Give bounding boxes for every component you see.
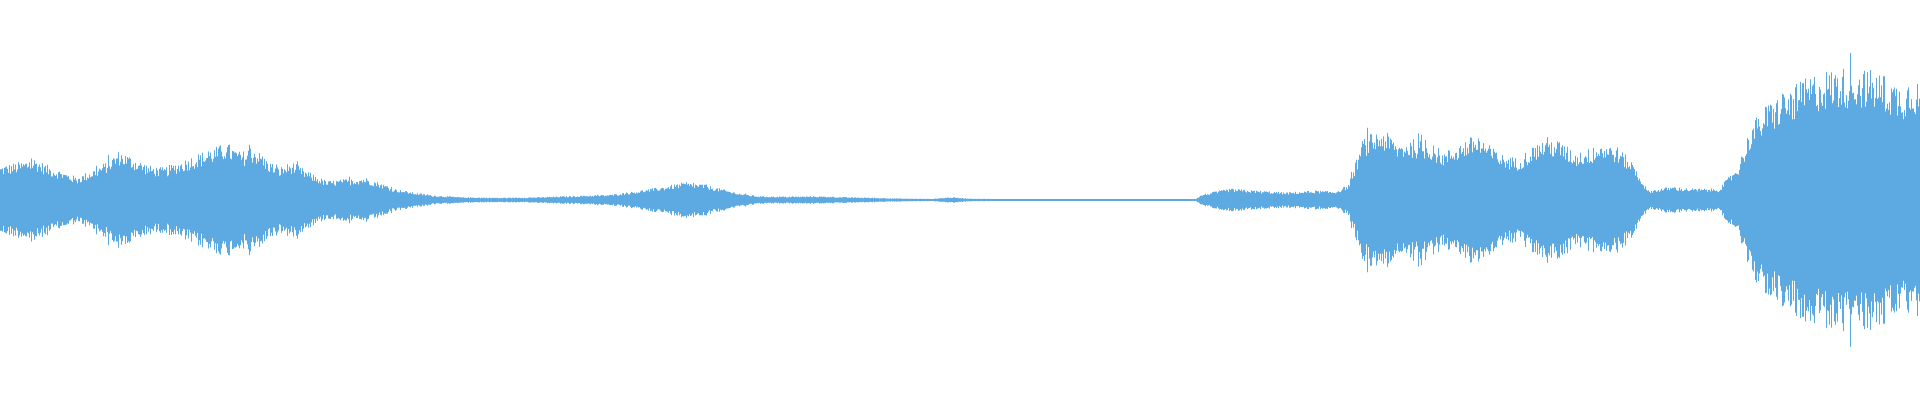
waveform-view[interactable] — [0, 0, 1920, 400]
audio-waveform[interactable] — [0, 0, 1920, 400]
